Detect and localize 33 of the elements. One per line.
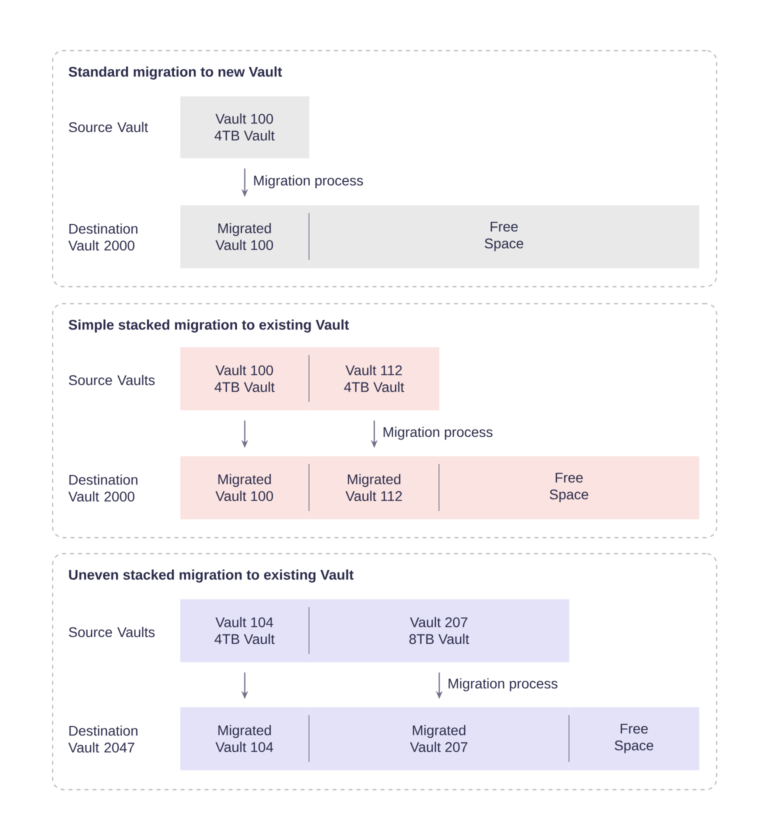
vault-cell: Migrated Vault 104	[180, 707, 310, 770]
node-label: Free	[620, 724, 648, 734]
vault-cell: Migrated Vault 100	[180, 205, 310, 268]
row-label: Destination Vault 2047	[68, 725, 138, 753]
node-label: Vault 112	[346, 490, 402, 502]
vault-cell: Free Space	[439, 456, 700, 520]
node-label: Vault 207	[410, 616, 468, 628]
node-label: Space	[550, 490, 588, 502]
vault-cell: Vault 104 4TB Vault	[180, 599, 310, 662]
vault-cell: Migrated Vault 100	[180, 456, 310, 520]
node-label: Space	[614, 740, 654, 754]
row-label: Source Vaults	[68, 626, 155, 638]
row-label: Destination Vault 2000	[68, 223, 138, 251]
node-label: Free	[490, 222, 518, 232]
edge-label: Migration process	[384, 426, 492, 440]
node-label: 8TB Vault	[409, 634, 470, 644]
node-label: Vault 207	[410, 742, 468, 752]
vault-cell: Vault 100 4TB Vault	[180, 347, 310, 410]
row-label: Destination Vault 2000	[68, 474, 138, 502]
vault-cell: Vault 100 4TB Vault	[180, 96, 310, 158]
row-label: Source Vault	[68, 122, 148, 132]
node-label: Migrated	[412, 724, 466, 738]
vault-cell: Migrated Vault 112	[309, 456, 440, 520]
vault-cell: Free Space	[569, 707, 700, 770]
node-label: Migrated	[348, 474, 400, 488]
node-label: Free	[556, 472, 583, 483]
node-label: 4TB Vault	[344, 382, 404, 392]
row-label: Source Vaults	[68, 374, 155, 386]
vault-cell: Vault 112 4TB Vault	[309, 347, 440, 410]
node-label: Vault 112	[346, 364, 402, 376]
edge-label: Migration process	[254, 175, 363, 188]
node-label: Space	[484, 238, 524, 252]
edge-label: Migration process	[448, 678, 558, 692]
